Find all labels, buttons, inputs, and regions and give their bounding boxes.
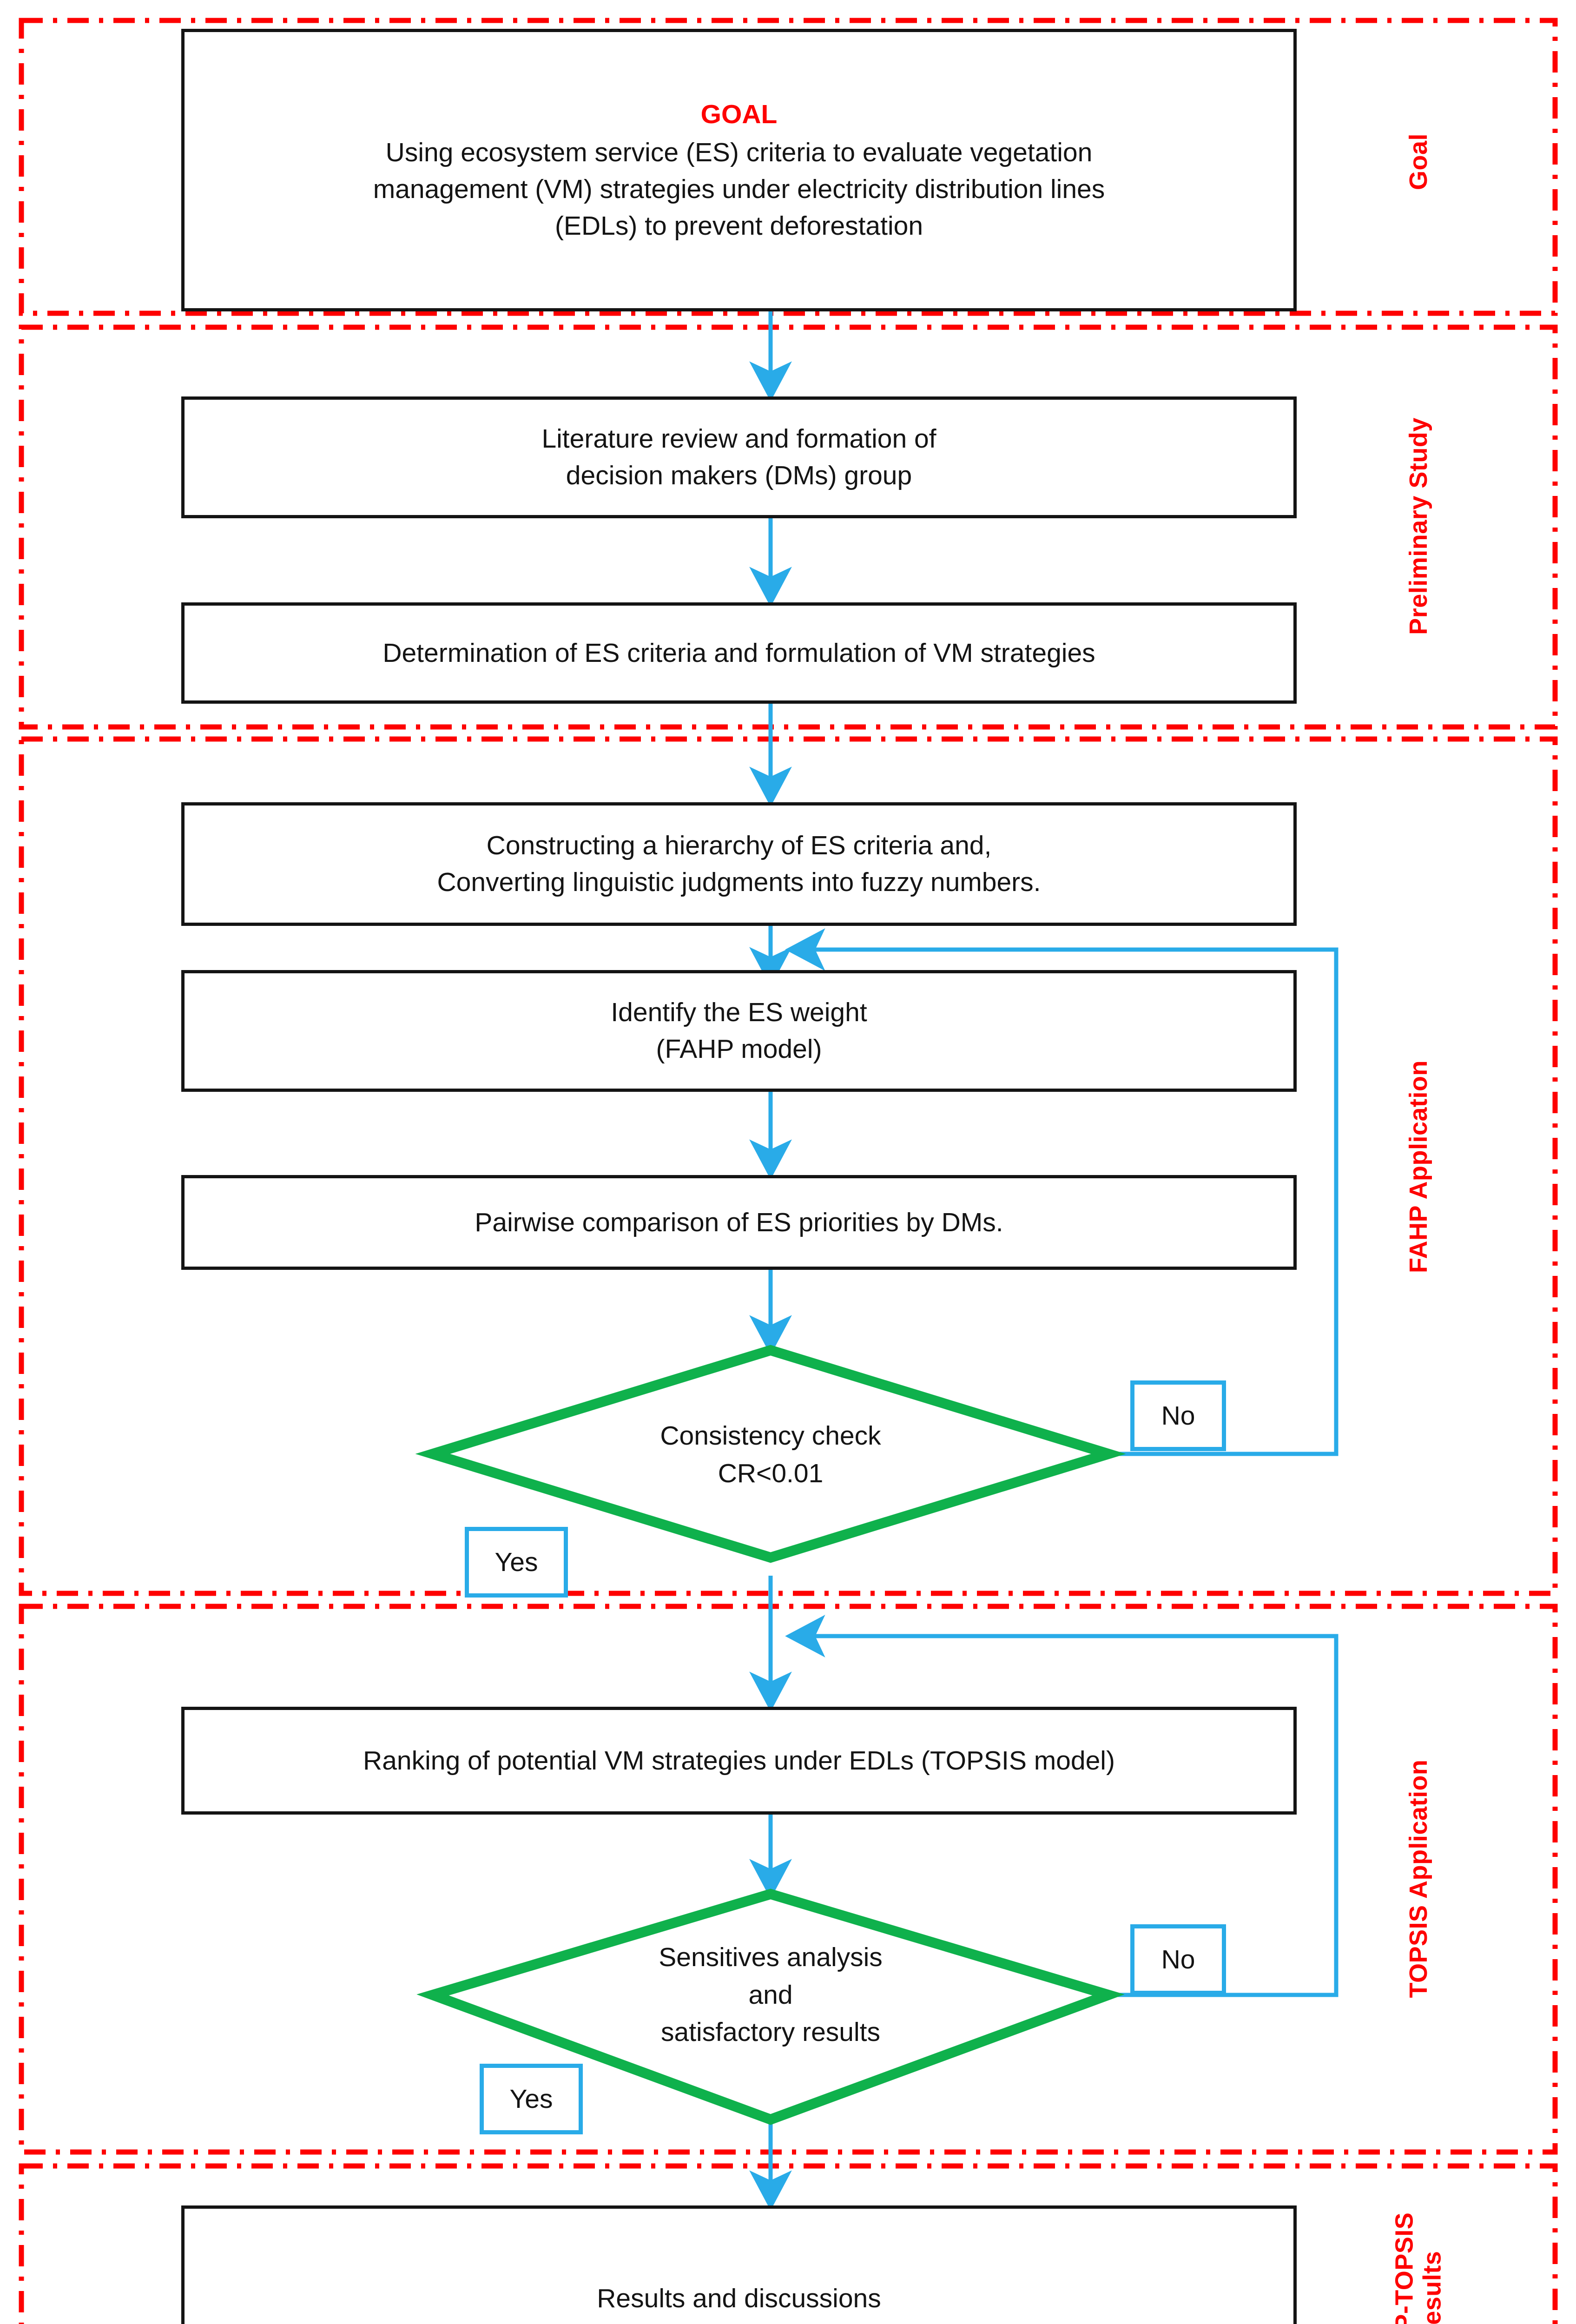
phase-frame-goal xyxy=(19,18,1558,316)
branch-label-sensitivity-yes[interactable]: Yes xyxy=(480,2064,583,2134)
edge-sensitivity-no-feedback xyxy=(785,1615,1339,1997)
phase-frame-preliminary xyxy=(19,324,1558,730)
es-weight-line-2: (FAHP model) xyxy=(656,1034,822,1064)
branch-label-sensitivity-no[interactable]: No xyxy=(1130,1924,1226,1995)
decision-consistency-check[interactable] xyxy=(415,1345,1126,1563)
node-ranking[interactable]: Ranking of potential VM strategies under… xyxy=(181,1707,1297,1815)
node-results-box[interactable]: Results and discussions xyxy=(181,2205,1297,2324)
node-es-weight[interactable]: Identify the ES weight (FAHP model) xyxy=(181,970,1297,1092)
decision-sensitivity-analysis[interactable] xyxy=(416,1888,1125,2125)
consistency-no-text: No xyxy=(1161,1401,1195,1431)
node-hierarchy[interactable]: Constructing a hierarchy of ES criteria … xyxy=(181,802,1297,926)
hierarchy-line-1: Constructing a hierarchy of ES criteria … xyxy=(486,831,992,861)
phase-frame-results xyxy=(19,2163,1558,2324)
phase-label-goal: Goal xyxy=(1404,133,1432,191)
goal-line-3: (EDLs) to prevent deforestation xyxy=(554,211,923,241)
results-line-1: Results and discussions xyxy=(597,2283,881,2313)
results-phase-line-2: Results xyxy=(1418,2251,1446,2324)
node-goal-box[interactable]: GOAL Using ecosystem service (ES) criter… xyxy=(181,29,1297,311)
sensitivity-no-text: No xyxy=(1161,1945,1195,1974)
goal-line-1: Using ecosystem service (ES) criteria to… xyxy=(385,138,1093,168)
branch-label-consistency-no[interactable]: No xyxy=(1130,1380,1226,1451)
goal-heading: GOAL xyxy=(700,99,778,129)
goal-line-2: management (VM) strategies under electri… xyxy=(373,174,1105,204)
pairwise-line-1: Pairwise comparison of ES priorities by … xyxy=(475,1207,1003,1237)
phase-frame-topsis xyxy=(19,1604,1558,2155)
phase-label-topsis-application: TOPSIS Application xyxy=(1404,1759,1432,1998)
phase-label-fahp-application: FAHP Application xyxy=(1404,1060,1432,1274)
es-weight-line-1: Identify the ES weight xyxy=(611,997,867,1028)
branch-label-consistency-yes[interactable]: Yes xyxy=(465,1527,568,1598)
hierarchy-line-2: Converting linguistic judgments into fuz… xyxy=(437,867,1041,897)
determination-line-1: Determination of ES criteria and formula… xyxy=(382,638,1095,668)
consistency-yes-text: Yes xyxy=(495,1547,538,1577)
literature-line-1: Literature review and formation of xyxy=(541,424,936,454)
phase-frames xyxy=(19,18,1558,2324)
node-determination[interactable]: Determination of ES criteria and formula… xyxy=(181,602,1297,704)
phase-label-preliminary-study: Preliminary Study xyxy=(1404,417,1432,635)
sensitivity-yes-text: Yes xyxy=(509,2084,553,2114)
node-pairwise[interactable]: Pairwise comparison of ES priorities by … xyxy=(181,1175,1297,1270)
results-phase-line-1: FAHP-TOPSIS xyxy=(1390,2212,1418,2324)
literature-line-2: decision makers (DMs) group xyxy=(566,461,912,490)
phase-label-fahp-topsis-results: FAHP-TOPSIS Results xyxy=(1391,2212,1447,2324)
node-literature-review[interactable]: Literature review and formation of decis… xyxy=(181,396,1297,518)
ranking-line-1: Ranking of potential VM strategies under… xyxy=(363,1745,1115,1776)
edge-consistency-no-feedback xyxy=(785,928,1339,1456)
